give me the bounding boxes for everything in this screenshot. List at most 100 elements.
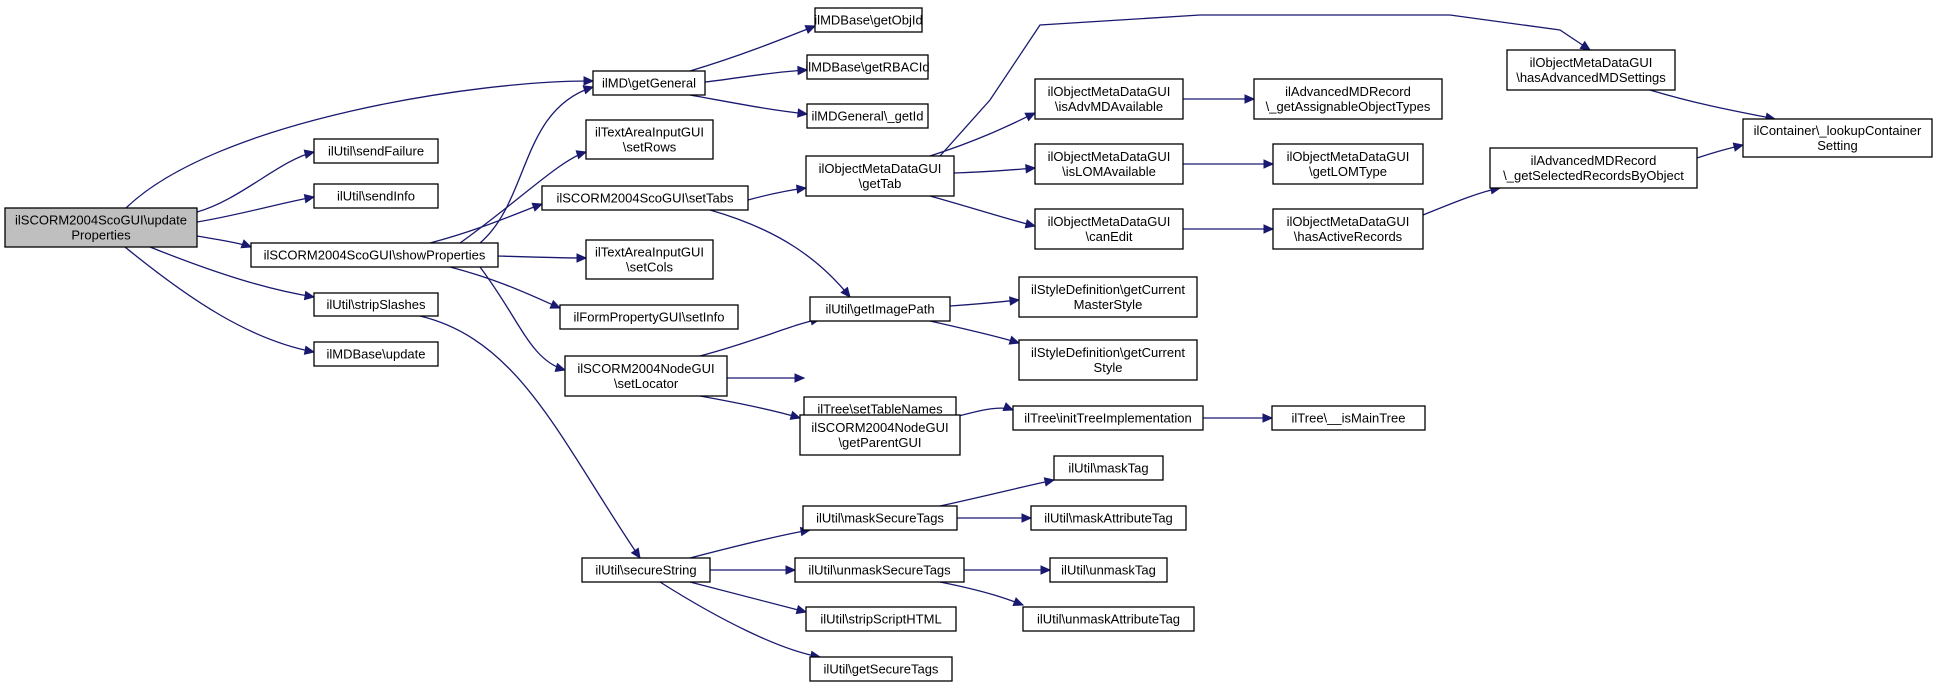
node-stripSlashes[interactable]: ilUtil\stripSlashes (313, 292, 439, 317)
arrowhead-curStyle (1008, 335, 1021, 345)
node-label: MasterStyle (1074, 297, 1143, 312)
arrowhead-canEdit (1024, 219, 1037, 229)
node-label: ilAdvancedMDRecord (1285, 84, 1411, 99)
node-label: \hasActiveRecords (1294, 229, 1403, 244)
node-box (313, 341, 439, 367)
node-label: ilUtil\stripScriptHTML (820, 612, 941, 627)
node-box (1018, 339, 1198, 381)
node-label: Properties (71, 228, 131, 243)
node-maskAttrTag[interactable]: ilUtil\maskAttributeTag (1030, 505, 1187, 531)
node-box (313, 138, 439, 164)
node-label: \getParentGUI (838, 435, 921, 450)
edge-maskSecureTags-to-maskTag (939, 479, 1055, 507)
node-getTab[interactable]: ilObjectMetaDataGUI\getTab (805, 155, 955, 197)
node-label: ilSCORM2004ScoGUI\setTabs (556, 191, 734, 206)
arrowhead-masterStyle (1009, 296, 1021, 306)
node-sendFailure[interactable]: ilUtil\sendFailure (313, 138, 439, 164)
node-stripScriptHTML[interactable]: ilUtil\stripScriptHTML (805, 606, 957, 632)
node-box (805, 606, 957, 632)
edge-showProperties-to-setCols (497, 255, 587, 259)
node-label: ilUtil\secureString (595, 563, 696, 578)
node-isLOM[interactable]: ilObjectMetaDataGUI\isLOMAvailable (1034, 143, 1184, 185)
node-label: ilUtil\unmaskSecureTags (808, 563, 951, 578)
node-getGenId[interactable]: ilMDGeneral\_getId (806, 103, 929, 129)
node-label: ilObjectMetaDataGUI (1048, 214, 1171, 229)
node-box (313, 292, 439, 317)
arrowhead-getGeneral (582, 85, 595, 95)
node-maskTag[interactable]: ilUtil\maskTag (1053, 455, 1164, 481)
edge-hasAdvMD-to-lookup (1649, 89, 1776, 120)
node-label: ilContainer\_lookupContainer (1754, 123, 1922, 138)
node-isAdvMD[interactable]: ilObjectMetaDataGUI\isAdvMDAvailable (1034, 78, 1184, 120)
arrowhead-hasAdvMD (1579, 40, 1592, 51)
node-box (1271, 405, 1426, 431)
edge-showProperties-to-setRows (459, 151, 587, 244)
node-setTabs[interactable]: ilSCORM2004ScoGUI\setTabs (541, 185, 749, 211)
node-box (559, 304, 739, 330)
node-label: ilObjectMetaDataGUI (819, 161, 942, 176)
node-label: ilSCORM2004NodeGUI (577, 361, 714, 376)
node-label: \setLocator (614, 376, 679, 391)
node-unmaskTag[interactable]: ilUtil\unmaskTag (1049, 557, 1168, 583)
edge-getGeneral-to-getRBACId (704, 69, 808, 83)
edge-getTab-to-hasAdvMD (939, 14, 1591, 157)
arrowhead-isAdvMD (1024, 112, 1037, 122)
node-label: \setCols (626, 260, 673, 275)
node-sendInfo[interactable]: ilUtil\sendInfo (313, 183, 439, 209)
arrowhead-lookup (1732, 142, 1745, 152)
node-box (1049, 557, 1168, 583)
arrowhead-showProperties (240, 239, 253, 249)
node-getLOMType[interactable]: ilObjectMetaDataGUI\getLOMType (1272, 143, 1424, 185)
node-label: ilTextAreaInputGUI (595, 125, 704, 140)
arrowhead-isMainTree (1262, 413, 1274, 423)
node-label: ilObjectMetaDataGUI (1530, 55, 1653, 70)
arrowhead-sendFailure (303, 149, 316, 159)
node-label: \setRows (623, 140, 677, 155)
node-setCols[interactable]: ilTextAreaInputGUI\setCols (585, 239, 714, 280)
node-secureString[interactable]: ilUtil\secureString (581, 557, 711, 583)
node-canEdit[interactable]: ilObjectMetaDataGUI\canEdit (1034, 208, 1184, 250)
node-label: ilUtil\unmaskAttributeTag (1037, 612, 1180, 627)
node-getImagePath[interactable]: ilUtil\getImagePath (809, 296, 951, 322)
node-box (1053, 455, 1164, 481)
node-unmaskAttrTag[interactable]: ilUtil\unmaskAttributeTag (1022, 606, 1195, 632)
node-setRows[interactable]: ilTextAreaInputGUI\setRows (585, 119, 714, 160)
node-label: Style (1094, 360, 1123, 375)
node-selected[interactable]: ilAdvancedMDRecord\_getSelectedRecordsBy… (1489, 147, 1698, 189)
node-initTree[interactable]: ilTree\initTreeImplementation (1012, 405, 1204, 431)
node-box (1022, 606, 1195, 632)
node-hasAdvMD[interactable]: ilObjectMetaDataGUI\hasAdvancedMDSetting… (1506, 49, 1676, 91)
node-box (1489, 147, 1698, 189)
node-getRBACId[interactable]: ilMDBase\getRBACId (805, 54, 930, 80)
arrowhead-stripScriptHTML (795, 604, 808, 615)
edge-root-to-mdUpdate (124, 246, 315, 353)
node-isMainTree[interactable]: ilTree\__isMainTree (1271, 405, 1426, 431)
node-assignable[interactable]: ilAdvancedMDRecord\_getAssignableObjectT… (1253, 78, 1443, 120)
node-box (4, 207, 198, 248)
arrowhead-setTableNames (794, 373, 806, 383)
node-unmaskSecureTags[interactable]: ilUtil\unmaskSecureTags (794, 557, 965, 583)
node-maskSecureTags[interactable]: ilUtil\maskSecureTags (802, 505, 958, 531)
node-getParentGUI[interactable]: ilSCORM2004NodeGUI\getParentGUI (799, 414, 961, 456)
node-label: Setting (1817, 138, 1857, 153)
arrowhead-setLocator (554, 362, 567, 372)
arrowhead-setRows (575, 150, 588, 160)
edge-hasActive-to-selected (1422, 187, 1501, 216)
node-label: ilUtil\getImagePath (825, 302, 934, 317)
node-mdUpdate[interactable]: ilMDBase\update (313, 341, 439, 367)
node-setInfo[interactable]: ilFormPropertyGUI\setInfo (559, 304, 739, 330)
node-label: ilStyleDefinition\getCurrent (1031, 345, 1185, 360)
node-showProperties[interactable]: ilSCORM2004ScoGUI\showProperties (250, 242, 499, 268)
node-label: \getLOMType (1309, 164, 1387, 179)
node-getObjId[interactable]: ilMDBase\getObjId (814, 7, 923, 33)
node-box (1012, 405, 1204, 431)
node-setLocator[interactable]: ilSCORM2004NodeGUI\setLocator (564, 355, 728, 397)
node-hasActive[interactable]: ilObjectMetaDataGUI\hasActiveRecords (1272, 208, 1424, 250)
node-getGeneral[interactable]: ilMD\getGeneral (592, 70, 706, 96)
node-getSecureTags[interactable]: ilUtil\getSecureTags (809, 656, 953, 682)
arrowhead-getGeneral (583, 76, 595, 86)
